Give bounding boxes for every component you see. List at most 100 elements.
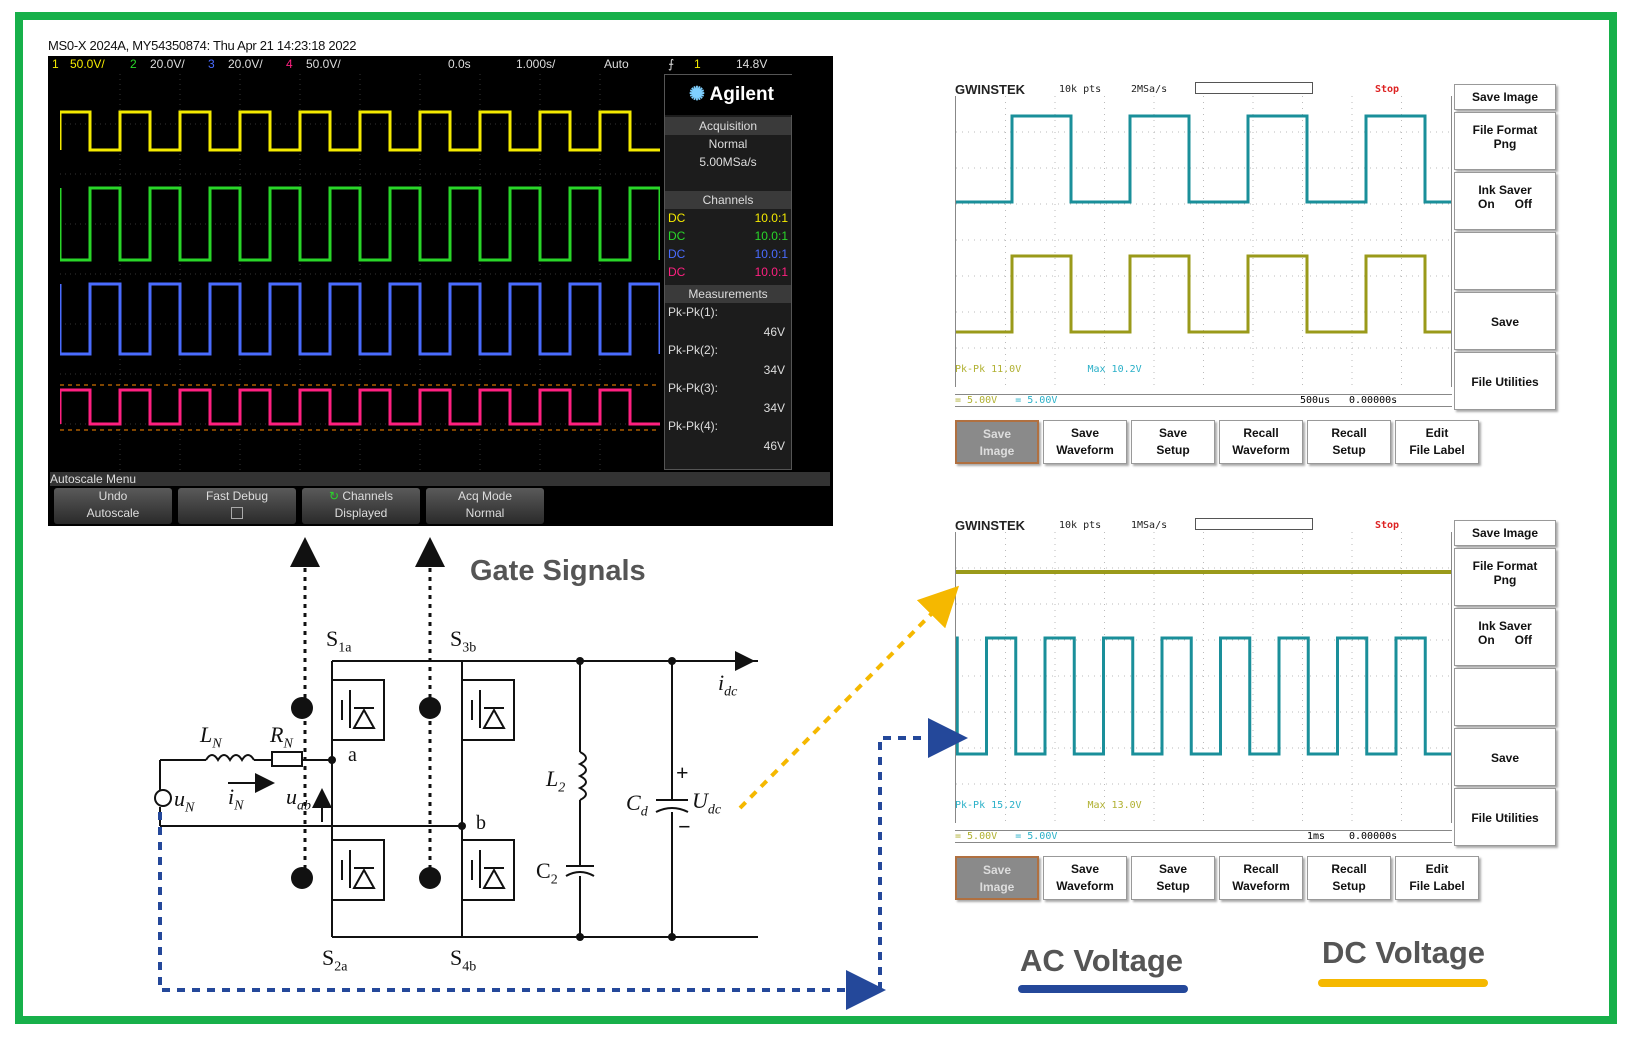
gw-save-button[interactable]: Save <box>1454 728 1556 786</box>
plus-sign: + <box>676 760 689 785</box>
gw-timebase: 1ms <box>1307 831 1326 842</box>
gw-save-button[interactable]: Save <box>1454 292 1556 350</box>
s3b-label: S3b <box>450 626 477 656</box>
ch2-scale: 20.0V/ <box>150 57 185 71</box>
dc-voltage-label: DC Voltage <box>1322 935 1486 970</box>
side-label: Save <box>1490 751 1520 765</box>
scope-status-bar: 1 50.0V/ 2 20.0V/ 3 20.0V/ 4 50.0V/ 0.0s… <box>48 56 833 72</box>
gw-position: 0.00000s <box>1349 831 1398 842</box>
side-label: Ink Saver <box>1478 183 1532 197</box>
ch1-number: 1 <box>52 57 59 71</box>
meas-label-2: Pk-Pk(2): <box>668 343 719 357</box>
l2-label: L2 <box>546 766 566 796</box>
ch4-scale: 50.0V/ <box>306 57 341 71</box>
gw-file-utilities-button[interactable]: File Utilities <box>1454 352 1556 410</box>
gw-meas-1: Pk-Pk 11.0V <box>955 364 1022 375</box>
gw-meas-2: Max 10.2V <box>1087 364 1142 375</box>
gw-timebase: 500us <box>1300 395 1331 406</box>
gate-terminal-s2a <box>291 867 313 889</box>
btn-sublabel: Setup <box>1332 443 1366 457</box>
ac-trace <box>956 114 1451 204</box>
gw-sample-rate: 2MSa/s <box>1131 84 1168 95</box>
gw-run-status: Stop <box>1375 84 1400 95</box>
ch3-number: 3 <box>208 57 215 71</box>
trigger-mode: Auto <box>604 57 629 71</box>
gw-file-utilities-button[interactable]: File Utilities <box>1454 788 1556 846</box>
side-sublabel: Png <box>1493 573 1517 587</box>
btn-label: Undo <box>98 489 128 503</box>
gate-terminal-s1a <box>291 697 313 719</box>
side-label: File Format <box>1472 123 1538 137</box>
btn-sublabel: Waveform <box>1232 443 1290 457</box>
btn-label: Fast Debug <box>205 489 269 503</box>
ch3-probe: 10.0:1 <box>754 247 788 261</box>
ch3-coupling: DC <box>668 247 686 261</box>
gate-terminal-s3b <box>419 697 441 719</box>
agilent-logo: ✺ Agilent <box>665 75 798 115</box>
rotate-knob-icon: ↻ <box>328 489 339 503</box>
meas-label-1: Pk-Pk(1): <box>668 305 719 319</box>
ch3-trace <box>60 282 660 356</box>
fast-debug-button[interactable]: Fast Debug <box>178 488 296 524</box>
menu-title: Autoscale Menu <box>50 472 830 486</box>
btn-label: Recall <box>1331 862 1367 876</box>
scope-waveform-area <box>60 74 660 472</box>
ac-voltage-trace <box>956 636 1451 756</box>
s1a-label: S1a <box>326 626 352 656</box>
btn-sublabel: Image <box>979 880 1015 894</box>
gw-blank-button[interactable] <box>1454 668 1556 726</box>
gw-run-status: Stop <box>1375 520 1400 531</box>
btn-label: Save <box>1070 862 1100 876</box>
c2-label: C2 <box>536 858 558 888</box>
btn-label: Acq Mode <box>457 489 513 503</box>
btn-sublabel: Autoscale <box>86 506 140 520</box>
gw-side-save-image[interactable]: Save Image <box>1454 84 1556 110</box>
btn-sublabel: File Label <box>1409 879 1465 893</box>
btn-sublabel: File Label <box>1409 443 1465 457</box>
gw-side-save-image[interactable]: Save Image <box>1454 520 1556 546</box>
ac-legend-bar <box>1018 985 1188 993</box>
side-label: Save <box>1490 315 1520 329</box>
gw-waveform-area <box>955 532 1452 823</box>
dc-legend-bar <box>1318 979 1488 987</box>
btn-sublabel: Displayed <box>334 506 388 520</box>
ch4-number: 4 <box>286 57 293 71</box>
btn-label: Recall <box>1243 426 1279 440</box>
gw-ch1-scale: = 5.00V <box>955 831 998 842</box>
meas-value-2: 34V <box>763 363 785 377</box>
btn-sublabel: Setup <box>1156 879 1190 893</box>
ch1-coupling: DC <box>668 211 686 225</box>
channels-header: Channels <box>665 191 791 209</box>
btn-label: Save <box>1158 426 1188 440</box>
gw-blank-button[interactable] <box>1454 232 1556 290</box>
trigger-level: 14.8V <box>736 57 768 71</box>
scope-side-panel: ✺ Agilent Acquisition Normal 5.00MSa/s C… <box>664 74 798 470</box>
gw-ch1-scale: = 5.00V <box>955 395 998 406</box>
meas-value-3: 34V <box>763 401 785 415</box>
s4b-label: S4b <box>450 945 477 975</box>
side-sublabel: On Off <box>1478 197 1532 211</box>
uab-label: uab <box>286 784 311 814</box>
